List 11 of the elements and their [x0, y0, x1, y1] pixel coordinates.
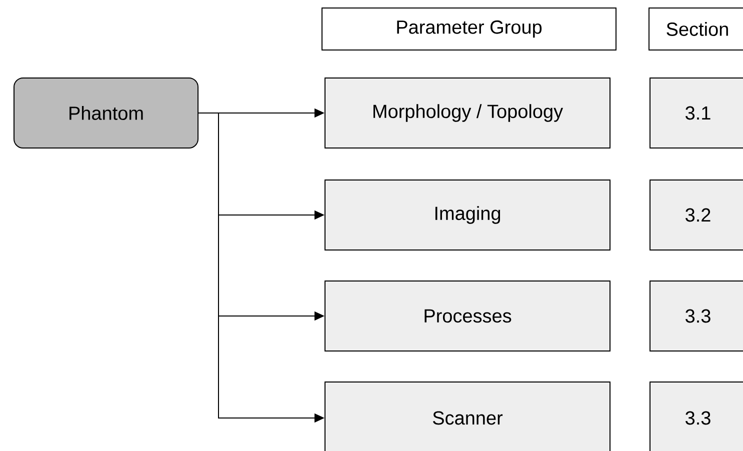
section-box: 3.3 [650, 382, 743, 451]
group-box: Imaging [324, 180, 610, 250]
section-box: 3.2 [650, 180, 743, 250]
section-box: 3.3 [650, 280, 743, 352]
group-box: Processes [324, 280, 610, 352]
header-box: Section [648, 8, 743, 50]
group-box: Scanner [324, 382, 610, 451]
section-box: 3.1 [650, 78, 743, 148]
group-box: Morphology / Topology [324, 78, 610, 148]
source-box: Phantom [14, 78, 198, 148]
header-box: Parameter Group [322, 8, 616, 50]
